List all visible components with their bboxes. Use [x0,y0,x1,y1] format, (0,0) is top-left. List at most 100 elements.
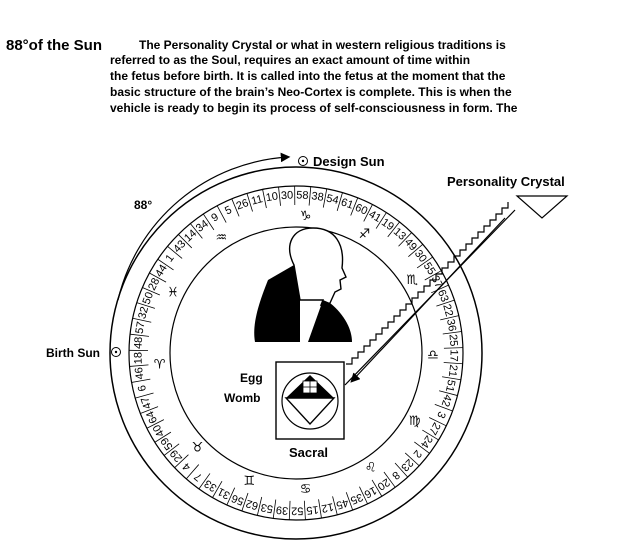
gate-number: 38 [311,190,325,204]
womb-label: Womb [224,391,260,405]
gate-number: 46 [133,366,146,380]
gate-divider [387,221,400,238]
gate-divider [174,454,189,469]
gate-divider [190,223,203,239]
zodiac-sign-icon: ♎ [427,348,439,363]
gate-number: 56 [230,492,246,508]
gate-number: 36 [444,318,458,332]
gate-divider [226,487,236,506]
gate-ticks [129,186,463,520]
gate-divider [288,500,291,520]
gate-divider [272,499,277,519]
gate-number: 35 [349,490,365,506]
gate-number: 2 [411,447,424,459]
gate-number: 11 [250,193,264,207]
egg-label: Egg [240,371,263,385]
gate-divider [436,299,455,307]
gate-number: 31 [216,485,232,501]
personality-crystal-label: Personality Crystal [447,174,565,189]
gate-divider [431,284,449,294]
gate-number: 48 [132,336,145,349]
sacral-center-icon [275,361,345,440]
gate-divider [132,317,152,323]
gate-divider [350,197,359,216]
gate-number: 7 [192,470,204,483]
gate-divider [414,441,430,454]
zodiac-glyphs: ♑♐♏♎♍♌♋♊♉♈♓♒ [154,209,439,497]
descent-staircase [346,202,509,365]
gate-number: 34 [194,218,211,235]
gate-divider [203,213,215,231]
gate-divider [131,378,151,383]
gate-divider [198,473,211,490]
gate-number: 26 [235,197,251,212]
heading-line-3: basic structure of the brain’s Neo-Corte… [110,85,512,99]
sun-icon [298,156,308,166]
gate-divider [149,272,167,283]
gate-divider [167,246,183,259]
gate-number: 42 [439,393,454,408]
gate-number: 15 [306,503,319,516]
zodiac-sign-icon: ♈ [154,357,166,372]
gate-number: 51 [443,379,457,393]
heading-title: 88°of the Sun [6,37,103,54]
gate-divider [442,376,461,381]
gate-number: 45 [335,496,350,511]
zodiac-sign-icon: ♏ [406,273,418,288]
gate-number: 16 [362,484,378,500]
gate-divider [130,333,149,337]
gate-number: 3 [434,410,447,420]
gate-number: 32 [136,305,151,320]
gate-divider [442,331,462,335]
gate-number: 19 [379,216,396,233]
gate-divider [416,256,433,269]
gate-number: 20 [375,476,392,493]
crystal-arrow [350,217,506,383]
gate-divider [439,390,458,396]
gate-divider [185,464,200,480]
gate-number: 54 [325,193,340,208]
zodiac-sign-icon: ♐ [359,227,371,242]
88-degree-arc [117,152,291,301]
zodiac-sign-icon: ♑ [300,209,312,224]
heading-lead: The Personality Crystal or what in weste… [139,38,506,52]
gate-divider [178,234,193,249]
zodiac-sign-icon: ♉ [192,441,204,456]
outer-ring [109,166,483,540]
gate-divider [241,492,249,512]
gate-divider [154,431,172,443]
gate-divider [440,315,459,321]
zodiac-sign-icon: ♒ [216,231,228,246]
gate-number: 55 [421,260,438,277]
gate-number: 63 [435,288,451,304]
gate-number: 23 [398,456,415,473]
gate-number: 27 [426,420,442,437]
gate-number: 40 [151,422,167,439]
gate-number: 53 [260,501,274,515]
gate-number: 9 [209,211,220,224]
gate-divider [422,429,439,441]
gate-divider [135,392,154,399]
gate-number: 44 [153,263,170,280]
head-silhouette-icon [254,227,352,342]
gate-number: 4 [181,460,194,473]
gate-divider [129,364,149,367]
gate-divider [231,198,240,217]
gate-number: 47 [139,395,154,410]
design-sun-label: Design Sun [313,154,385,169]
gate-number: 1 [163,252,176,264]
zodiac-sign-icon: ♊ [243,474,255,489]
gate-divider [375,212,387,229]
gate-divider [246,193,253,212]
heading-line-4: vehicle is ready to begin its process of… [110,101,518,115]
zodiac-sign-icon: ♌ [365,460,377,475]
gate-divider [383,471,396,488]
gate-number: 21 [446,364,459,378]
gate-divider [212,480,223,498]
gate-divider [322,188,328,208]
gate-divider [443,347,463,349]
gate-divider [371,479,383,497]
gate-number: 61 [339,196,354,211]
zodiac-sign-icon: ♍ [409,414,421,429]
